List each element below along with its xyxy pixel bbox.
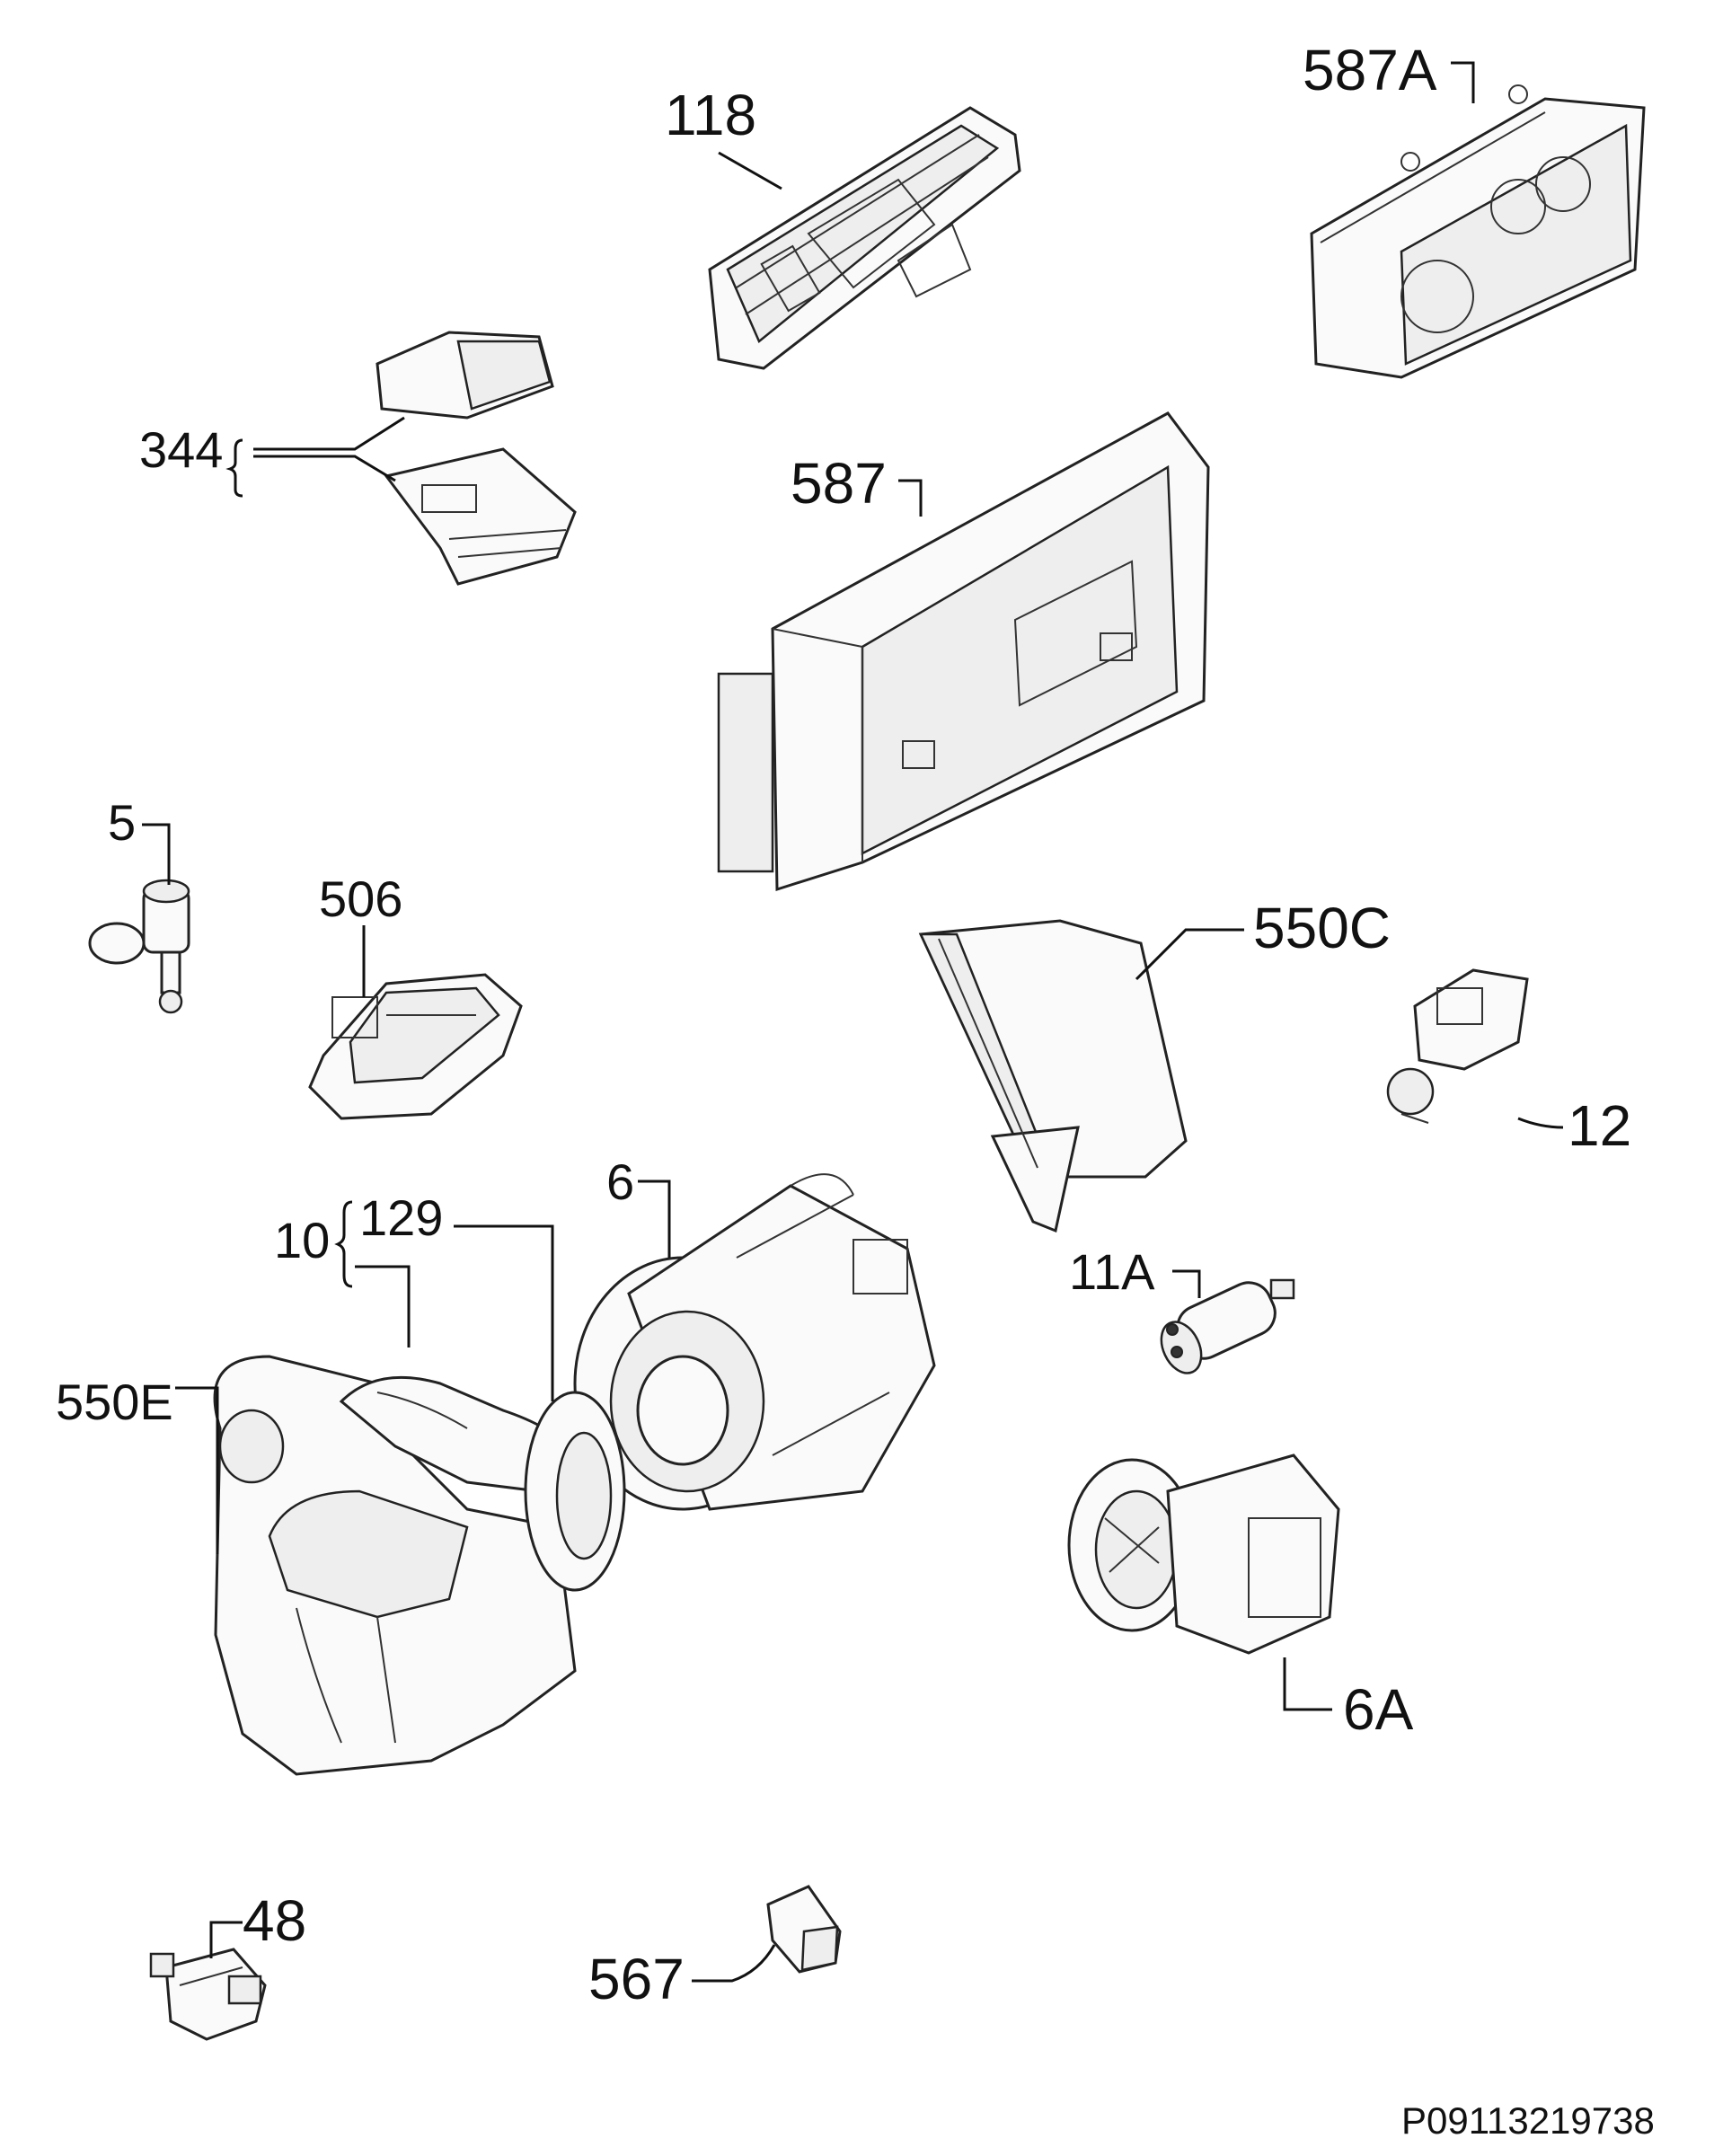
brace-10: [334, 1200, 353, 1288]
leader-48: [209, 1921, 243, 1958]
label-5: 5: [108, 794, 136, 851]
label-6a: 6A: [1343, 1677, 1414, 1742]
leader-10: [355, 1265, 411, 1348]
part-587a-electronic-module[interactable]: [1310, 84, 1646, 379]
part-344-door-lock[interactable]: [375, 331, 577, 586]
leader-11a: [1172, 1269, 1201, 1298]
label-550c: 550C: [1253, 896, 1391, 960]
part-129-heater[interactable]: [339, 1375, 626, 1592]
leader-6a: [1283, 1657, 1332, 1711]
leader-587a: [1451, 61, 1475, 103]
label-129: 129: [359, 1189, 443, 1246]
part-567-connector[interactable]: [766, 1885, 842, 1974]
part-6-pump-motor[interactable]: [573, 1173, 936, 1511]
label-10: 10: [274, 1212, 330, 1268]
part-506-bracket[interactable]: [308, 973, 523, 1120]
label-11a: 11A: [1069, 1243, 1155, 1300]
label-506: 506: [319, 870, 402, 927]
label-567: 567: [588, 1947, 685, 2011]
label-48: 48: [243, 1888, 306, 1953]
part-48-sensor[interactable]: [149, 1948, 267, 2041]
part-587-electronic-housing[interactable]: [717, 411, 1210, 892]
leader-5: [142, 823, 171, 885]
part-550e-housing[interactable]: [213, 1355, 577, 1776]
document-code: P09113219738: [1401, 2099, 1655, 2142]
part-118-control-board[interactable]: [708, 106, 1021, 370]
leader-344-bottom: [253, 455, 396, 482]
label-587: 587: [791, 451, 887, 516]
leader-12: [1517, 1117, 1564, 1129]
label-344: 344: [139, 421, 223, 478]
leader-129: [454, 1224, 554, 1401]
leader-567: [692, 1944, 776, 1983]
label-587a: 587A: [1303, 38, 1437, 102]
leader-118: [718, 151, 782, 190]
part-550c-cover[interactable]: [918, 919, 1188, 1233]
label-550e: 550E: [56, 1374, 173, 1430]
part-6a-drain-pump[interactable]: [1067, 1454, 1340, 1655]
label-118: 118: [665, 83, 756, 147]
label-12: 12: [1568, 1093, 1631, 1158]
part-5-valve[interactable]: [88, 879, 190, 1014]
leader-587: [898, 479, 923, 517]
leader-550c: [1135, 928, 1244, 981]
leader-344-top: [253, 416, 405, 451]
part-11a-capacitor[interactable]: [1153, 1276, 1295, 1380]
label-6: 6: [606, 1153, 634, 1210]
brace-344: [225, 438, 243, 498]
leader-6: [638, 1180, 671, 1258]
leader-550e: [175, 1386, 219, 1554]
part-12-sensor[interactable]: [1386, 968, 1529, 1124]
